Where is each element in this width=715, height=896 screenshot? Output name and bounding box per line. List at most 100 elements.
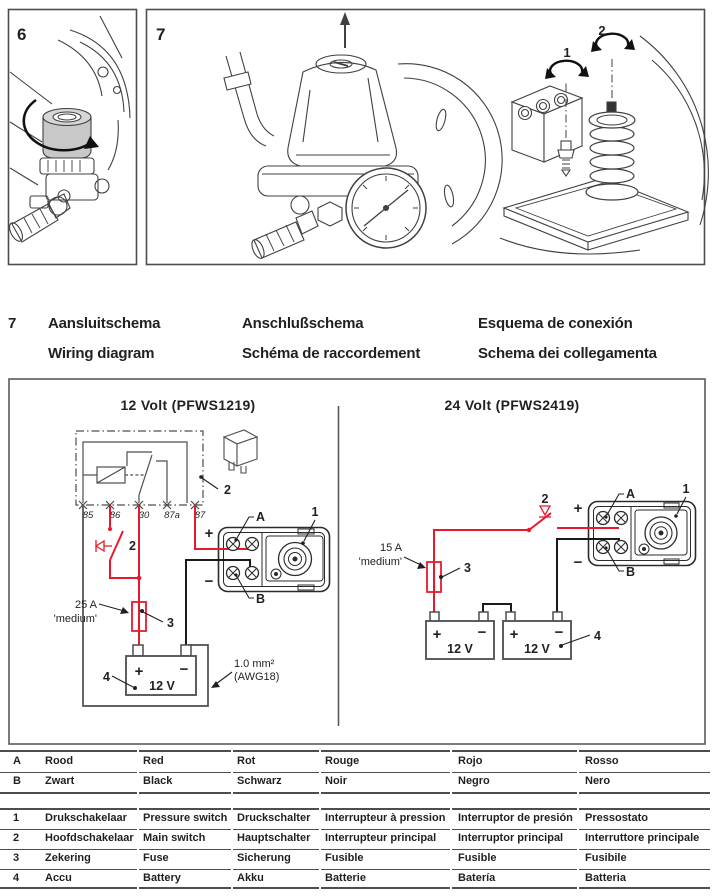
cell-it: Batteria [585,872,626,884]
table-rule [0,849,710,850]
battery-callout: 4 [103,670,110,684]
table-rule [0,808,710,810]
cell-de: Sicherung [237,852,291,864]
battery-plus: + [433,626,442,643]
cell-de: Schwarz [237,775,282,787]
terminal-screws-icon [517,92,569,121]
wire-ground-loop [82,506,209,707]
switch-pivot-dot [526,527,532,533]
cell-es: Interruptor de presión [458,812,573,824]
relay-terminal-30: 30 [139,510,150,521]
table-row: 1 Drukschakelaar Pressure switch Drucksc… [0,808,710,829]
cell-nl: Accu [45,872,72,884]
terminal-screws-24v [595,510,629,555]
battery-12v: + − 12 V [125,644,197,696]
table-row: B Zwart Black Schwarz Noir Negro Nero [0,771,710,792]
terminal-a-label: A [256,510,265,524]
fuse-note-arrow [120,607,129,614]
battery-callout: 4 [594,629,601,643]
cell-fr: Rouge [325,755,360,767]
battery-minus: − [180,661,189,678]
rotate-arrow-2-icon [591,41,602,52]
battery-voltage: 12 V [524,642,550,656]
fuse-callout: 3 [464,561,471,575]
circuit-12v-title: 12 Volt (PFWS1219) [120,397,255,413]
relay-terminal-86: 86 [110,510,121,521]
fuse-symbol [131,601,147,632]
cell-nl: Zwart [45,775,75,787]
panel-7: 7 [145,8,709,266]
fuse-rating-line2: 'medium' [359,556,402,568]
cell-es: Interruptor principal [458,832,564,844]
terminal-b-label: B [626,565,635,579]
switch-diode-icon [538,505,552,518]
panel-6-border [7,8,138,266]
fuse-rating-line2: 'medium' [54,613,97,625]
wire-spec-line2: (AWG18) [234,671,279,683]
relay-icon [222,429,259,474]
wire-red [433,512,619,615]
cell-fr: Noir [325,775,347,787]
table-rule [0,829,710,830]
terminal-a-label: A [626,487,635,501]
relay-terminal-marks [78,500,200,510]
relay-callout: 2 [224,483,231,497]
callout-screw-1: 1 [563,45,570,60]
battery-voltage: 12 V [447,642,473,656]
cell-de: Druckschalter [237,812,311,824]
table-row: 4 Accu Battery Akku Batterie Batería Bat… [0,868,710,889]
fuse-callout: 3 [167,616,174,630]
panel-6-number: 6 [17,25,26,44]
heading-nl: Aansluitschema [48,315,161,332]
heading-en: Wiring diagram [48,345,155,362]
device-plus: + [205,525,214,542]
cell-it: Pressostato [585,812,648,824]
cell-de: Rot [237,755,256,767]
callout-spring-2: 2 [598,23,605,38]
battery-plus: + [510,626,519,643]
wire-junction-dot [136,575,142,581]
cell-it: Interruttore principale [585,832,700,844]
device-minus: − [205,573,214,590]
terminal-b-label: B [256,592,265,606]
circuit-24v-title: 24 Volt (PFWS2419) [444,397,579,413]
cell-en: Main switch [143,832,206,844]
cell-es: Rojo [458,755,483,767]
section-number: 7 [8,315,17,332]
cell-es: Batería [458,872,496,884]
heading-es: Esquema de conexión [478,315,633,332]
cell-nl: Drukschakelaar [45,812,127,824]
fuse-rating-line1: 25 A [75,599,98,611]
adjustment-screw-1 [557,82,575,177]
wire-spec-line1: 1.0 mm² [234,658,275,670]
battery-jumper-wire [482,603,512,612]
cell-es: Fusible [458,852,497,864]
row-key: A [13,755,21,767]
relay-terminal-87: 87 [195,510,206,521]
relay-schematic [75,430,204,510]
panel-7-number: 7 [156,25,165,44]
table-rule [0,792,710,794]
device-plus: + [574,500,583,517]
adjustment-detail-illustration [499,32,709,255]
table-rule [0,750,710,752]
battery-1-24v: + − 12 V [425,611,495,660]
cell-en: Pressure switch [143,812,228,824]
pressure-gauge-icon [345,167,427,249]
device-minus: − [574,554,583,571]
heading-de: Anschlußschema [242,315,364,332]
battery-2-24v: + − 12 V [502,611,572,660]
table-rule [0,869,710,870]
lift-arrow-icon [340,12,350,25]
device-callout: 1 [683,482,690,496]
fuse-note-arrow [417,562,426,569]
adjuster-knob-icon [270,541,313,580]
pump-cover-illustration [223,12,503,259]
cell-it: Rosso [585,755,619,767]
cell-es: Negro [458,775,490,787]
wire-spec-arrow [211,681,220,688]
device-callout: 1 [312,505,319,519]
row-key: 4 [13,872,20,884]
table-row: 3 Zekering Fuse Sicherung Fusible Fusibl… [0,848,710,869]
